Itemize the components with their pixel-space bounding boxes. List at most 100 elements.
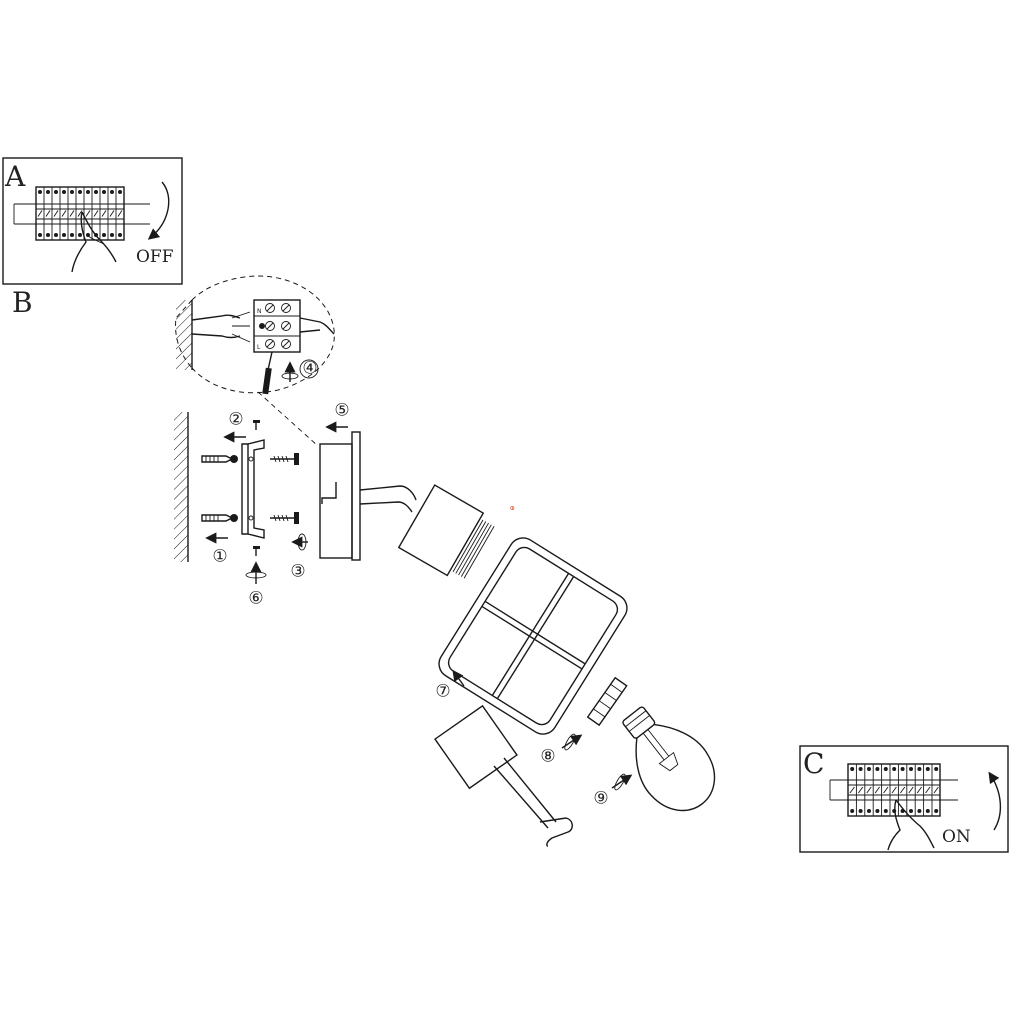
hand-icon — [71, 211, 117, 273]
rotate-icon — [988, 771, 1001, 831]
breaker-screw — [110, 233, 114, 237]
terminal-screw — [265, 321, 275, 331]
arrow-icon — [452, 669, 465, 687]
panel-a: A OFF — [2, 157, 183, 285]
breaker-screw — [875, 809, 880, 813]
hand-icon — [887, 799, 935, 851]
rotate-icon — [147, 181, 170, 240]
breaker-screw — [94, 190, 98, 194]
wall-plug-icon — [201, 455, 238, 463]
breaker-screw — [102, 190, 106, 194]
terminal-screw — [281, 303, 291, 313]
breaker-lever — [101, 210, 107, 217]
terminal-screw — [265, 339, 275, 349]
mounting-bracket — [241, 439, 265, 539]
shade-ring — [586, 676, 628, 727]
switch-on-label: ON — [942, 827, 971, 847]
breaker-screw — [110, 190, 114, 194]
step-number-9: ⑨ — [593, 789, 608, 809]
breaker-lever — [85, 210, 91, 217]
breaker-lever — [61, 210, 67, 217]
terminal-n-label: N — [257, 308, 262, 315]
breaker-screw — [934, 809, 939, 813]
rotate-icon — [611, 773, 633, 791]
terminal-block — [253, 299, 301, 353]
rotate-icon — [291, 533, 308, 551]
step-number-3: ③ — [290, 562, 305, 582]
breaker-screw — [883, 767, 888, 771]
earth-terminal — [259, 323, 265, 329]
breaker-screw — [934, 767, 939, 771]
breaker-screw — [925, 809, 930, 813]
tiny-mark: ⱷ — [510, 504, 515, 512]
bulb-icon — [622, 706, 716, 812]
terminal-slot — [282, 322, 290, 330]
rotate-icon — [561, 733, 583, 751]
breaker-screw — [118, 190, 122, 194]
step-number-6: ⑥ — [248, 589, 263, 609]
screwdriver-icon — [262, 351, 273, 395]
breaker-lever — [69, 210, 75, 217]
breaker-lever — [858, 786, 864, 794]
socket-thread-line — [458, 522, 489, 576]
rotate-icon — [281, 361, 299, 382]
socket-thread-line — [463, 526, 495, 579]
breaker-screw — [909, 767, 913, 771]
lamp-head — [434, 704, 518, 790]
socket-thread-line — [460, 524, 492, 577]
terminal-screw — [281, 321, 291, 331]
breaker-screw — [850, 767, 855, 771]
breaker-lever — [925, 786, 931, 794]
panel-b-letter: B — [12, 286, 33, 319]
breaker-screw — [900, 767, 905, 771]
breaker-lever — [45, 210, 51, 217]
panel-c-letter: C — [803, 747, 824, 780]
screw-icon — [270, 512, 299, 524]
breaker-screw — [867, 809, 871, 813]
breaker-screw — [86, 233, 90, 237]
terminal-slot — [282, 304, 290, 312]
screw-icon — [270, 453, 299, 465]
socket-housing — [397, 484, 495, 579]
breaker-screw — [62, 190, 66, 194]
breaker-screw — [38, 190, 42, 194]
wiring-detail: N L — [175, 275, 335, 395]
breaker-lever — [908, 786, 914, 794]
breaker-screw — [86, 190, 90, 194]
breaker-screw — [46, 190, 50, 194]
breaker-screw — [875, 767, 880, 771]
breaker-lever — [109, 210, 115, 217]
breaker-screw — [54, 233, 58, 237]
step-number-8: ⑧ — [540, 747, 555, 767]
socket-thread-line — [449, 518, 481, 571]
breaker-lever — [883, 786, 889, 794]
terminal-l-label: L — [257, 344, 261, 351]
terminal-slot — [282, 340, 290, 348]
breaker-lever — [117, 210, 123, 217]
terminal-screw — [281, 339, 291, 349]
hook-icon — [493, 757, 573, 847]
breaker-lever — [93, 210, 99, 217]
cage-shade — [438, 537, 628, 735]
breaker-screw — [858, 809, 863, 813]
breaker-screw — [909, 809, 913, 813]
wall-section — [176, 300, 192, 370]
breaker-lever — [866, 786, 872, 794]
step-number-1: ① — [212, 547, 227, 567]
rotate-icon — [245, 561, 267, 584]
breaker-screw — [78, 233, 82, 237]
terminal-slot — [266, 322, 274, 330]
breaker-screw — [70, 190, 74, 194]
panel-a-letter: A — [4, 160, 26, 193]
breaker-lever — [53, 210, 59, 217]
terminal-slot — [266, 304, 274, 312]
breaker-lever — [77, 210, 83, 217]
breaker-lever — [37, 210, 43, 217]
breaker-box-a — [13, 186, 150, 241]
step-number-7: ⑦ — [435, 682, 450, 702]
breaker-screw — [925, 767, 930, 771]
step-number-4: ④ — [302, 359, 317, 379]
breaker-screw — [118, 233, 122, 237]
step-number-5: ⑤ — [334, 401, 349, 421]
